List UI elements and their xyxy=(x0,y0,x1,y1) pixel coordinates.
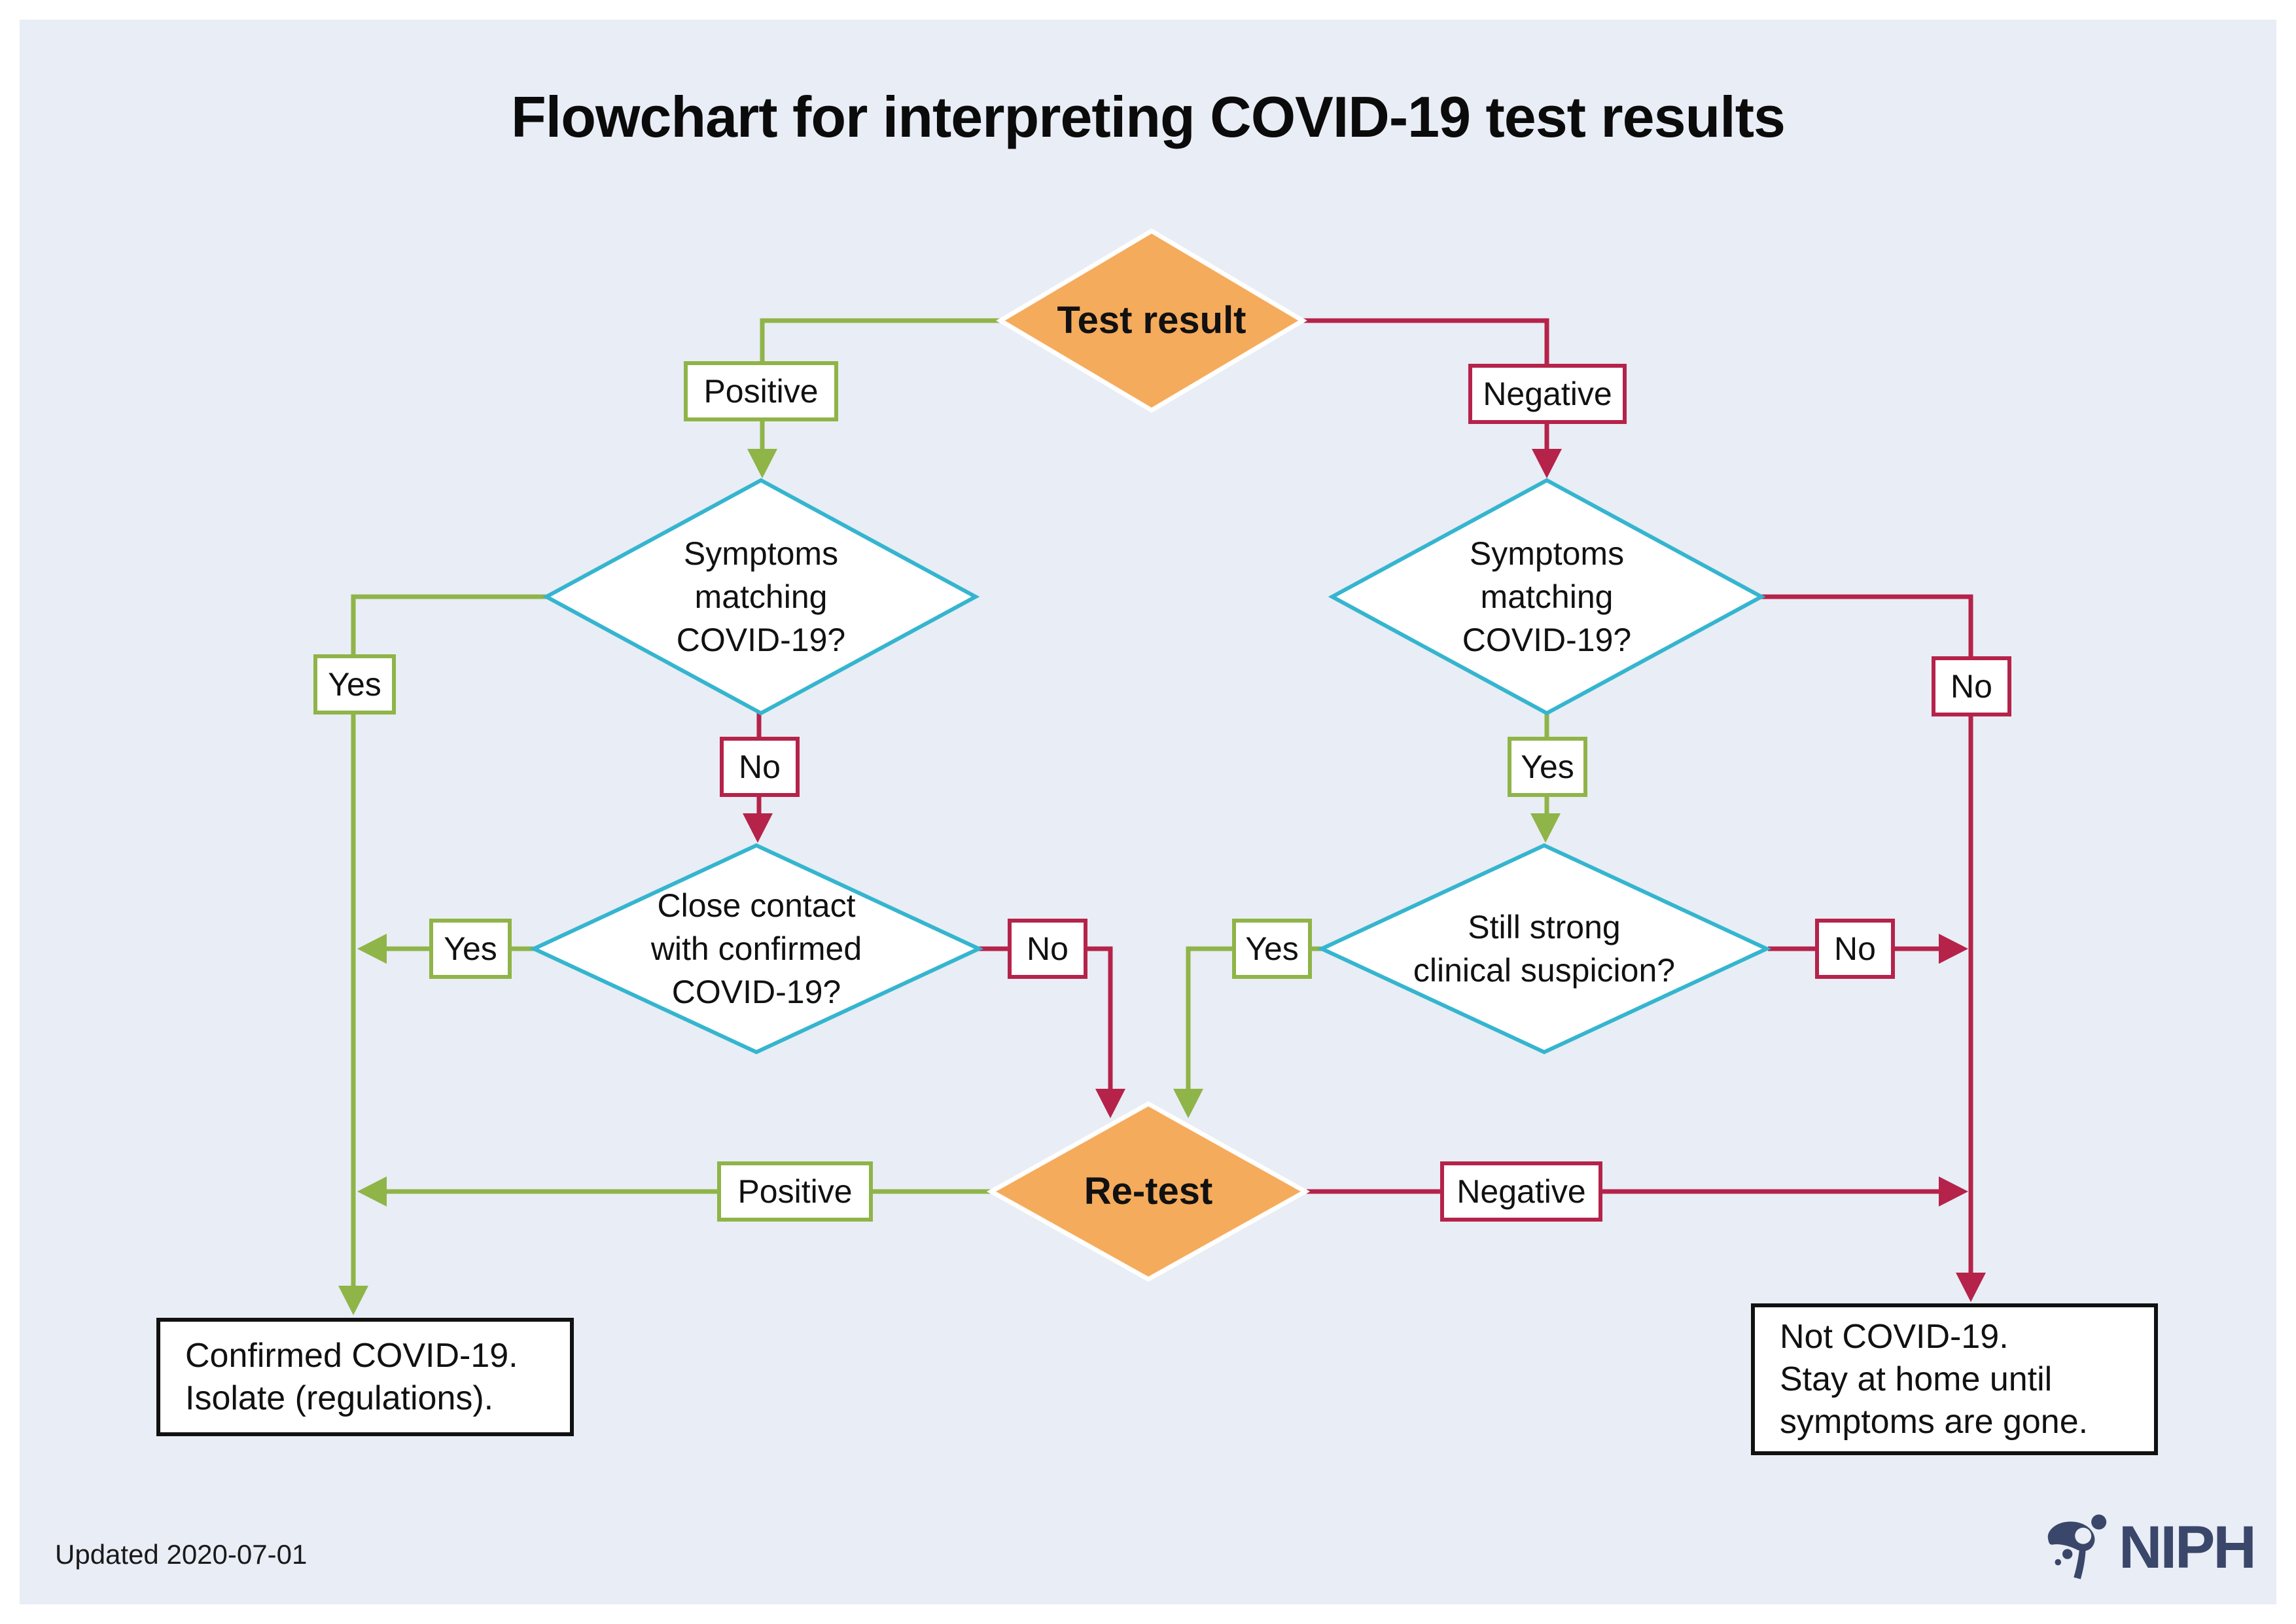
label-symptoms-negative-no: No xyxy=(1932,656,2011,716)
label-close-contact-yes: Yes xyxy=(429,919,512,979)
label-retest-positive: Positive xyxy=(717,1161,873,1222)
arrowhead-positive-to-symptoms xyxy=(747,449,777,478)
niph-logo-text: NIPH xyxy=(2119,1513,2257,1581)
page-title: Flowchart for interpreting COVID-19 test… xyxy=(511,84,1786,149)
arrowhead-negative-to-symptoms xyxy=(1532,449,1562,478)
symptoms-negative-diamond xyxy=(1328,478,1766,716)
label-symptoms-positive-yes: Yes xyxy=(313,654,396,715)
edge-symptoms-positive-yes xyxy=(351,594,546,1288)
outcome-not-covid-box: Not COVID-19. Stay at home until symptom… xyxy=(1751,1303,2158,1455)
niph-logo: NIPH xyxy=(2047,1511,2257,1583)
test-result-label: Test result xyxy=(1057,299,1246,342)
label-clinical-suspicion-yes: Yes xyxy=(1232,919,1312,979)
arrowhead-no-to-notcovid xyxy=(1956,1273,1986,1302)
label-symptoms-negative-yes: Yes xyxy=(1508,737,1587,797)
arrowhead-yes-to-confirmed xyxy=(338,1286,368,1315)
arrowhead-suspicion-no xyxy=(1939,934,1968,964)
retest-label: Re-test xyxy=(1084,1170,1213,1212)
outcome-confirmed-box: Confirmed COVID-19. Isolate (regulations… xyxy=(156,1318,574,1436)
close-contact-diamond xyxy=(529,843,984,1055)
label-symptoms-positive-no: No xyxy=(720,737,800,797)
label-test-positive: Positive xyxy=(684,361,838,421)
label-test-negative: Negative xyxy=(1468,364,1627,424)
symptoms-negative-label: Symptoms matching COVID-19? xyxy=(1462,535,1632,658)
arrowhead-retest-positive xyxy=(357,1176,387,1207)
retest-diamond xyxy=(986,1101,1311,1282)
updated-date: Updated 2020-07-01 xyxy=(55,1539,308,1570)
label-retest-negative: Negative xyxy=(1440,1161,1602,1222)
arrowhead-symptoms-negative-yes xyxy=(1530,813,1561,843)
clinical-suspicion-diamond xyxy=(1316,843,1772,1055)
arrowhead-retest-negative xyxy=(1939,1176,1968,1207)
label-close-contact-no: No xyxy=(1008,919,1087,979)
arrowhead-symptoms-positive-no xyxy=(743,813,773,843)
niph-logo-icon xyxy=(2047,1514,2107,1580)
symptoms-positive-diamond xyxy=(542,478,980,716)
edge-symptoms-negative-no xyxy=(1760,594,1973,1275)
symptoms-positive-label: Symptoms matching COVID-19? xyxy=(676,535,846,658)
clinical-suspicion-label: Still strong clinical suspicion? xyxy=(1413,909,1676,989)
label-clinical-suspicion-no: No xyxy=(1815,919,1895,979)
close-contact-label: Close contact with confirmed COVID-19? xyxy=(650,887,862,1010)
arrowhead-close-contact-no-to-retest xyxy=(1095,1089,1125,1118)
test-result-diamond xyxy=(996,228,1307,414)
arrowhead-close-contact-yes xyxy=(357,934,387,964)
arrowhead-suspicion-yes-to-retest xyxy=(1173,1089,1203,1118)
